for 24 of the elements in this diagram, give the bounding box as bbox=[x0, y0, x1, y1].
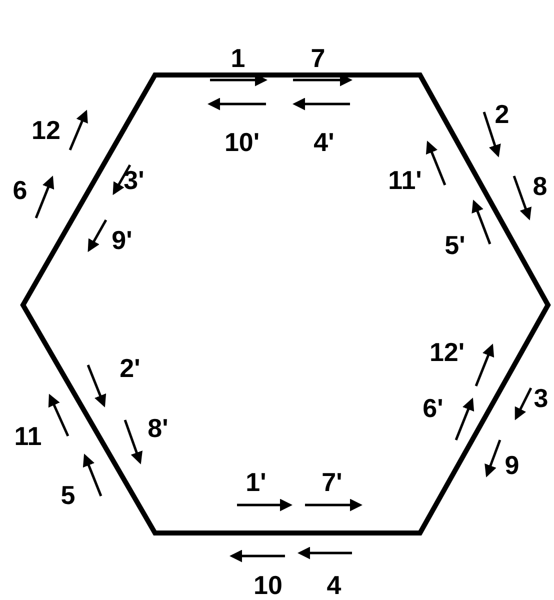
arrow-label: 3 bbox=[534, 385, 548, 411]
arrow-label: 9' bbox=[112, 227, 132, 253]
arrow-label: 6' bbox=[422, 395, 444, 421]
arrow-label: 4 bbox=[326, 572, 342, 598]
arrow-label: 4' bbox=[314, 129, 334, 155]
arrow-label: 3' bbox=[124, 167, 144, 193]
arrow-label: 10 bbox=[254, 572, 282, 598]
arrow-label: 7 bbox=[310, 45, 326, 71]
arrow-label: 12' bbox=[429, 339, 465, 365]
arrow-label: 1 bbox=[230, 45, 246, 71]
arrow-label: 11 bbox=[14, 423, 42, 449]
arrow-label: 7' bbox=[322, 469, 342, 495]
arrow-label: 9 bbox=[504, 452, 520, 478]
arrow-label: 6 bbox=[12, 177, 28, 203]
arrow-label: 2 bbox=[494, 101, 510, 127]
arrow-label: 10' bbox=[224, 129, 260, 155]
arrow-label: 5' bbox=[444, 232, 466, 258]
arrow-label: 12 bbox=[32, 117, 60, 143]
arrow-label: 1' bbox=[246, 469, 266, 495]
arrow-label: 8 bbox=[532, 173, 548, 199]
arrow-label: 8' bbox=[148, 415, 168, 441]
arrow-label: 11' bbox=[388, 167, 422, 193]
arrow-label: 5 bbox=[60, 482, 76, 508]
arrow-label: 2' bbox=[120, 355, 140, 381]
